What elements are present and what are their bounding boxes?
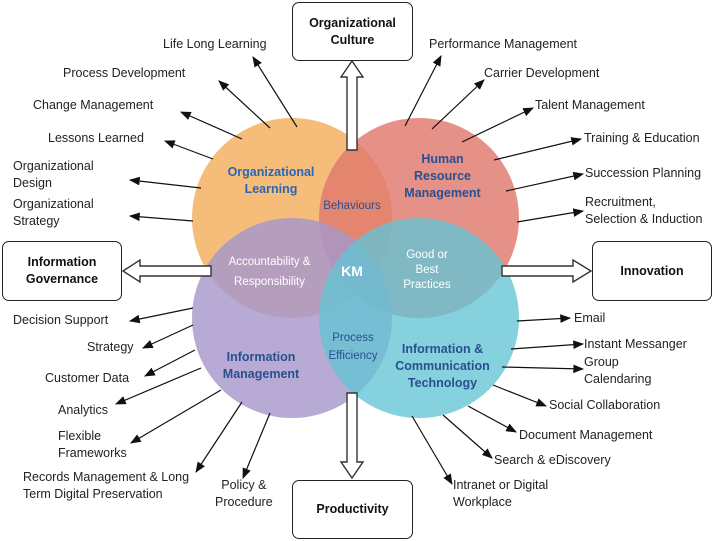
intranet-line1: Intranet or Digital bbox=[453, 478, 549, 492]
recruitment-line2: Selection & Induction bbox=[585, 212, 703, 226]
intranet-line2: Workplace bbox=[453, 495, 512, 509]
instant-messanger-label: Instant Messanger bbox=[584, 337, 687, 351]
arrow-left-governance bbox=[121, 258, 212, 284]
recruitment-line1: Recruitment, bbox=[585, 195, 656, 209]
information-governance-box: Information Governance bbox=[2, 241, 122, 301]
accountability-line1: Accountability & bbox=[228, 256, 311, 268]
block-arrows bbox=[121, 59, 593, 480]
organizational-culture-box: Organizational Culture bbox=[292, 2, 413, 61]
culture-line2: Culture bbox=[330, 32, 375, 47]
governance-line2: Governance bbox=[25, 272, 99, 286]
training-education-label: Training & Education bbox=[584, 131, 700, 145]
analytics-label: Analytics bbox=[58, 403, 109, 417]
arrow-up-culture bbox=[339, 59, 365, 151]
hrm-title-line3: Management bbox=[404, 186, 481, 200]
km-center-label: KM bbox=[341, 263, 363, 279]
ict-title-line1: Information & bbox=[401, 342, 484, 356]
hrm-title-line1: Human bbox=[421, 152, 464, 166]
productivity-box: Productivity bbox=[292, 480, 413, 539]
process-efficiency-label: Process Efficiency bbox=[318, 331, 388, 364]
org-design-line2: Design bbox=[13, 176, 52, 190]
flexible-line1: Flexible bbox=[58, 429, 102, 443]
good-line2: Best bbox=[415, 264, 439, 276]
talent-management-label: Talent Management bbox=[535, 98, 645, 112]
behaviours-label: Behaviours bbox=[323, 200, 381, 212]
hrm-title-line2: Resource bbox=[414, 169, 471, 183]
org-learning-title-line1: Organizational bbox=[227, 165, 315, 179]
social-collaboration-label: Social Collaboration bbox=[549, 398, 661, 412]
process-line2: Efficiency bbox=[328, 350, 378, 362]
good-line1: Good or bbox=[406, 249, 448, 261]
information-management-title: Information Management bbox=[206, 349, 316, 383]
flexible-frameworks-label: Flexible Frameworks bbox=[58, 428, 127, 462]
records-line2: Term Digital Preservation bbox=[23, 487, 163, 501]
arrow-down-productivity bbox=[339, 392, 365, 480]
human-resource-management-title: Human Resource Management bbox=[390, 151, 495, 202]
im-title-line2: Management bbox=[222, 367, 300, 381]
policy-procedure-label: Policy & Procedure bbox=[215, 477, 273, 511]
good-line3: Practices bbox=[403, 279, 451, 291]
accountability-line2: Responsibility bbox=[234, 276, 305, 288]
policy-line1: Policy & bbox=[221, 478, 267, 492]
ict-title-line2: Communication bbox=[395, 359, 490, 373]
accountability-label: Accountability & Responsibility bbox=[212, 255, 327, 290]
records-management-label: Records Management & Long Term Digital P… bbox=[23, 469, 189, 503]
recruitment-label: Recruitment, Selection & Induction bbox=[585, 194, 702, 228]
innovation-box: Innovation bbox=[592, 241, 712, 301]
change-management-label: Change Management bbox=[33, 98, 154, 112]
intranet-workplace-label: Intranet or Digital Workplace bbox=[453, 477, 548, 511]
records-line1: Records Management & Long bbox=[23, 470, 190, 484]
policy-line2: Procedure bbox=[215, 495, 273, 509]
circle-ict bbox=[319, 218, 519, 418]
org-strategy-line2: Strategy bbox=[13, 214, 60, 228]
process-line1: Process bbox=[332, 332, 374, 344]
venn-circles bbox=[192, 118, 519, 418]
search-ediscovery-label: Search & eDiscovery bbox=[494, 453, 611, 467]
ict-title: Information & Communication Technology bbox=[380, 341, 505, 392]
organizational-design-label: Organizational Design bbox=[13, 158, 94, 192]
organizational-learning-title: Organizational Learning bbox=[216, 164, 326, 198]
customer-data-label: Customer Data bbox=[45, 371, 130, 385]
strategy-label: Strategy bbox=[87, 340, 134, 354]
succession-planning-label: Succession Planning bbox=[585, 166, 702, 180]
org-learning-title-line2: Learning bbox=[244, 182, 298, 196]
document-management-label: Document Management bbox=[519, 428, 653, 442]
im-title-line1: Information bbox=[226, 350, 296, 364]
lessons-learned-label: Lessons Learned bbox=[48, 131, 144, 145]
group-line1: Group bbox=[584, 355, 619, 369]
culture-line1: Organizational bbox=[309, 15, 396, 30]
governance-line1: Information bbox=[27, 255, 97, 269]
group-calendaring-label: Group Calendaring bbox=[584, 354, 651, 388]
performance-management-label: Performance Management bbox=[429, 37, 577, 51]
decision-support-label: Decision Support bbox=[13, 313, 109, 327]
carrier-development-label: Carrier Development bbox=[484, 66, 600, 80]
email-label: Email bbox=[574, 311, 606, 325]
organizational-strategy-label: Organizational Strategy bbox=[13, 196, 94, 230]
group-line2: Calendaring bbox=[584, 372, 652, 386]
org-strategy-line1: Organizational bbox=[13, 197, 94, 211]
good-best-practices-label: Good or Best Practices bbox=[392, 248, 462, 293]
ict-title-line3: Technology bbox=[407, 376, 478, 390]
connector-arrows bbox=[115, 55, 585, 485]
arrow-right-innovation bbox=[501, 258, 593, 284]
org-design-line1: Organizational bbox=[13, 159, 94, 173]
flexible-line2: Frameworks bbox=[58, 446, 127, 460]
life-long-learning-label: Life Long Learning bbox=[163, 37, 267, 51]
process-development-label: Process Development bbox=[63, 66, 186, 80]
